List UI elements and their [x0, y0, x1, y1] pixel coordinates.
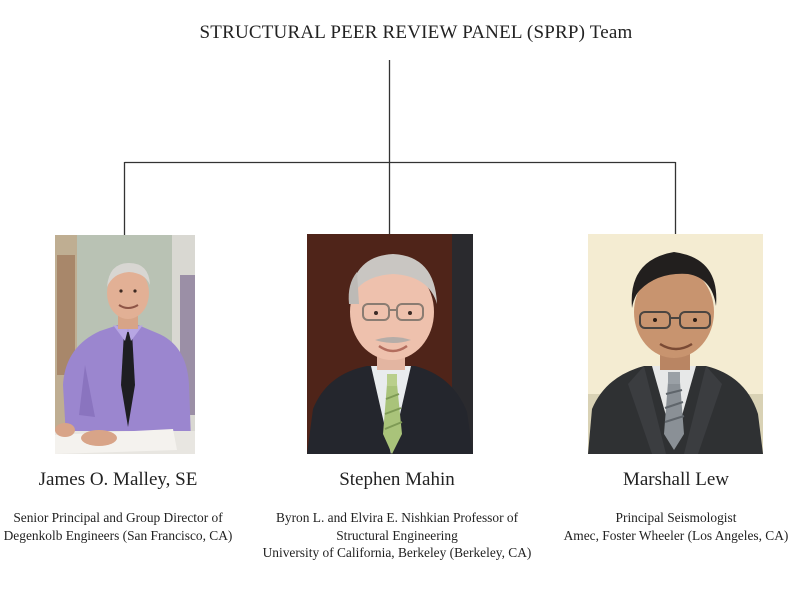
member-desc-mahin: Byron L. and Elvira E. Nishkian Professo…: [237, 509, 557, 562]
member-name-mahin: Stephen Mahin: [339, 469, 455, 490]
member-desc-line: Senior Principal and Group Director of: [13, 510, 223, 525]
member-name-malley: James O. Malley, SE: [38, 469, 198, 490]
member-photo-lew: [588, 234, 763, 454]
member-photo-malley: [55, 235, 195, 454]
member-desc-lew: Principal Seismologist Amec, Foster Whee…: [516, 509, 808, 544]
chart-title: STRUCTURAL PEER REVIEW PANEL (SPRP) Team: [199, 22, 633, 43]
member-photo-mahin: [307, 234, 473, 454]
member-desc-line: Byron L. and Elvira E. Nishkian Professo…: [275, 510, 519, 525]
member-desc-line: Structural Engineering: [336, 527, 458, 543]
member-desc-line: Degenkolb Engineers (San Francisco, CA): [3, 527, 233, 543]
member-desc-line: Amec, Foster Wheeler (Los Angeles, CA): [563, 527, 789, 543]
member-desc-malley: Senior Principal and Group Director of D…: [0, 509, 278, 544]
member-desc-line: Principal Seismologist: [615, 510, 737, 525]
member-name-lew: Marshall Lew: [622, 469, 730, 490]
member-desc-line: University of California, Berkeley (Berk…: [262, 545, 532, 560]
